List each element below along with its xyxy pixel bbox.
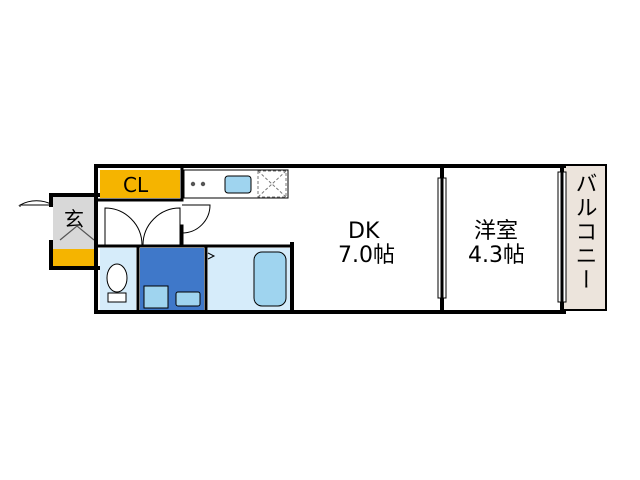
dk-size-label: 7.0帖 (338, 243, 395, 268)
balcony: バルコニー (561, 164, 607, 311)
bathtub (253, 251, 287, 307)
entrance-door-swing (18, 200, 54, 206)
step-mark (59, 225, 95, 241)
toilet-tank (107, 292, 127, 303)
sliding-doors (437, 171, 567, 303)
fridge-space (257, 170, 287, 198)
bath-door-mark (207, 252, 216, 260)
closet-label: CL (123, 173, 149, 197)
kitchen-counter (183, 169, 289, 199)
entrance-label: 玄 (64, 207, 84, 231)
sink (224, 175, 252, 194)
washroom (140, 248, 204, 310)
closet: CL (100, 170, 180, 198)
stove-burner (190, 181, 196, 187)
washing-machine (143, 285, 169, 309)
toilet-bowl (106, 263, 128, 293)
shoe-closet (53, 249, 98, 267)
wash-basin (175, 291, 201, 307)
western-room-name-label: 洋室 (474, 219, 518, 244)
closet-fill (100, 170, 180, 198)
stove-burner (200, 181, 206, 187)
entrance: 玄 (18, 197, 98, 267)
dk-name-label: DK (348, 219, 380, 244)
hall-doors (104, 204, 211, 246)
balcony-label: バルコニー (572, 172, 597, 292)
western-room-size-label: 4.3帖 (468, 243, 525, 268)
walls (49, 164, 566, 314)
bathroom (207, 248, 290, 310)
toilet-room (100, 248, 136, 310)
